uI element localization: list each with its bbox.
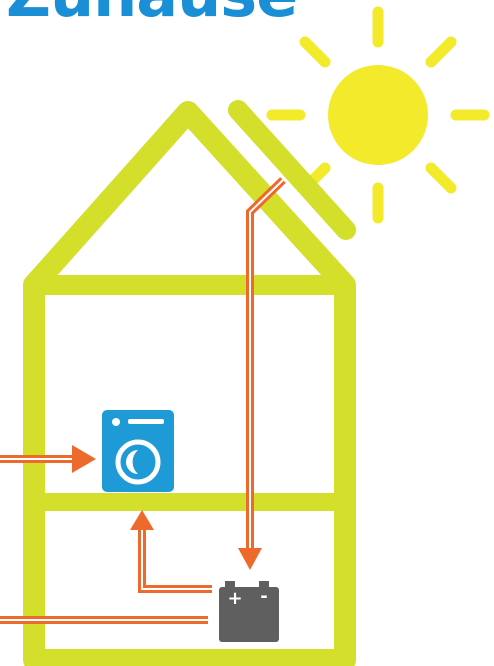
page-title: Zuhause: [6, 0, 298, 31]
battery-minus: -: [260, 586, 267, 607]
flow-panel-to-battery: [238, 177, 286, 570]
flow-battery-to-washer: [130, 510, 212, 593]
arrow-head-up: [130, 510, 154, 530]
arrow-head-down: [238, 548, 262, 570]
sun-icon: [266, 6, 490, 224]
sun-disc: [328, 65, 428, 165]
house-outline: [23, 101, 356, 666]
sun-rays: [266, 6, 490, 224]
battery-icon: + -: [219, 581, 279, 642]
washing-machine-icon: [102, 410, 174, 492]
flow-grid-to-washer: [0, 445, 96, 473]
solar-panel: [228, 100, 356, 240]
arrow-head-right: [72, 445, 96, 473]
battery-plus: +: [227, 588, 242, 609]
